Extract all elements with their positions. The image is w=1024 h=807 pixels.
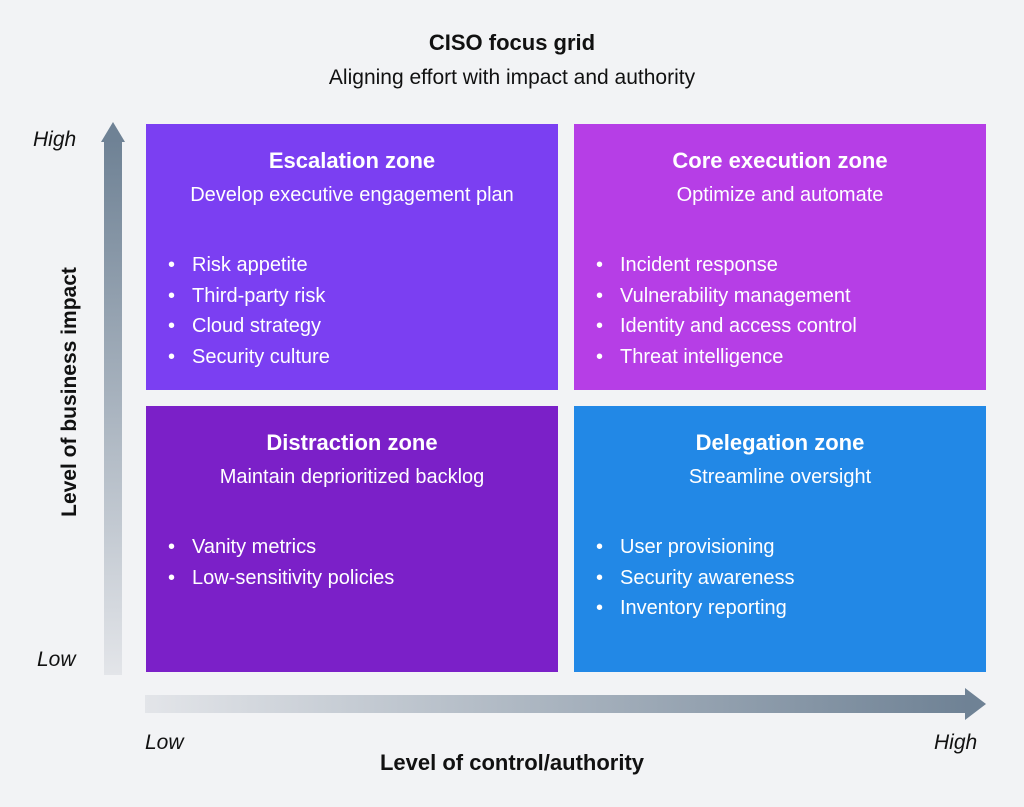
bullet-icon: •: [168, 536, 176, 558]
bullet-icon: •: [168, 284, 176, 307]
bullet-icon: •: [596, 566, 604, 589]
y-axis-high-label: High: [33, 128, 77, 151]
quadrant-core-execution-zone: Core execution zone Optimize and automat…: [574, 124, 986, 390]
list-item: • Threat intelligence: [596, 342, 857, 373]
bullet-icon: •: [596, 536, 604, 558]
x-axis-low-label: Low: [145, 731, 184, 754]
quadrant-item-list: • Incident response • Vulnerability manage…: [596, 250, 857, 372]
list-item: • Incident response: [596, 250, 857, 281]
bullet-icon: •: [596, 315, 604, 337]
list-item-label: Cloud strategy: [192, 315, 321, 337]
list-item: • User provisioning: [596, 532, 795, 563]
list-item: • Low-sensitivity policies: [168, 563, 394, 594]
bullet-icon: •: [168, 345, 176, 368]
list-item-label: Third-party risk: [192, 284, 326, 307]
quadrant-distraction-zone: Distraction zone Maintain deprioritized …: [146, 406, 558, 672]
list-item-label: Vanity metrics: [192, 536, 317, 558]
x-axis-high-label: High: [934, 731, 978, 754]
chart-title: CISO focus grid: [428, 30, 596, 55]
x-axis-arrow: [145, 688, 986, 720]
list-item: • Cloud strategy: [168, 311, 330, 342]
list-item-label: Vulnerability management: [620, 284, 851, 307]
bullet-icon: •: [168, 566, 176, 589]
y-axis-label: Level of business impact: [58, 267, 81, 517]
list-item-label: Security awareness: [620, 566, 795, 589]
list-item-label: Low-sensitivity policies: [192, 566, 395, 589]
list-item: • Vanity metrics: [168, 532, 394, 563]
bullet-icon: •: [596, 597, 604, 619]
y-axis-low-label: Low: [37, 648, 76, 671]
quadrant-escalation-zone: Escalation zone Develop executive engage…: [146, 124, 558, 390]
list-item: • Inventory reporting: [596, 593, 795, 624]
list-item-label: Incident response: [620, 254, 778, 276]
quadrant-item-list: • Vanity metrics • Low-sensitivity policie…: [168, 532, 394, 593]
quadrant-delegation-zone: Delegation zone Streamline oversight • Us…: [574, 406, 986, 672]
quadrant-item-list: • Risk appetite • Third-party risk • Cloud …: [168, 250, 330, 372]
bullet-icon: •: [168, 254, 176, 276]
list-item: • Risk appetite: [168, 250, 330, 281]
quadrant-subtitle: Develop executive engagement plan: [190, 184, 514, 206]
chart-subtitle: Aligning effort with impact and authorit…: [328, 66, 696, 89]
bullet-icon: •: [168, 315, 176, 337]
bullet-icon: •: [596, 284, 604, 307]
quadrant-title: Escalation zone: [268, 148, 436, 173]
quadrant-title: Delegation zone: [695, 430, 865, 455]
quadrant-subtitle: Optimize and automate: [676, 184, 884, 206]
list-item: • Vulnerability management: [596, 281, 857, 312]
bullet-icon: •: [596, 254, 604, 276]
list-item-label: Risk appetite: [192, 254, 308, 276]
quadrant-subtitle: Streamline oversight: [688, 466, 872, 488]
quadrant-title: Core execution zone: [672, 148, 888, 173]
list-item-label: Inventory reporting: [620, 597, 787, 619]
y-axis-arrow: [101, 122, 125, 675]
quadrant-subtitle: Maintain deprioritized backlog: [219, 466, 485, 488]
list-item-label: Identity and access control: [620, 315, 857, 337]
list-item-label: User provisioning: [620, 536, 775, 558]
quadrant-title: Distraction zone: [266, 430, 438, 455]
list-item: • Security awareness: [596, 563, 795, 594]
list-item-label: Security culture: [192, 345, 330, 368]
bullet-icon: •: [596, 345, 604, 368]
list-item: • Third-party risk: [168, 281, 330, 312]
quadrant-item-list: • User provisioning • Security awareness •…: [596, 532, 795, 624]
x-axis-label: Level of control/authority: [379, 750, 645, 775]
list-item: • Identity and access control: [596, 311, 857, 342]
list-item-label: Threat intelligence: [620, 345, 784, 368]
list-item: • Security culture: [168, 342, 330, 373]
